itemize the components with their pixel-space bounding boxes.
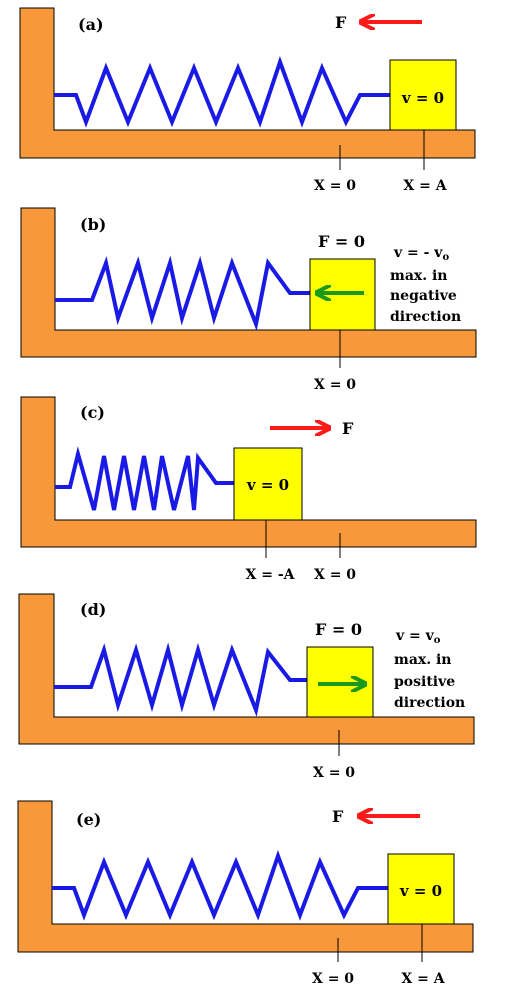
note-line-3: direction [390,309,461,325]
wall-floor [17,800,474,953]
panel-label: (b) [80,215,106,234]
panel-label: (c) [80,403,105,422]
force-label: F [332,807,344,826]
spring [52,850,388,921]
axis-label-xa: X = A [401,971,445,987]
spring [55,255,310,332]
panel-label: (e) [76,810,101,829]
note-line-1: max. in [390,268,447,284]
panel-c: (c) v = 0 F X = -A X = 0 [20,396,477,583]
force-label: F = 0 [318,232,365,251]
spring [55,446,234,511]
panel-b: (b) F = 0 v = - vo max. in negative dire… [20,207,477,393]
axis-label-x-neg-a: X = -A [245,567,295,583]
axis-label-x0: X = 0 [314,377,356,393]
spring [54,55,390,128]
panel-a: (a) v = 0 F X = 0 X = A [19,7,476,194]
note-line-3: direction [394,695,465,711]
velocity-label: v = - vo [393,245,449,263]
wall-floor [20,207,477,358]
panel-label: (d) [80,600,106,619]
mass-block [389,59,457,131]
block-velocity-label: v = 0 [246,476,289,494]
axis-label-x0: X = 0 [312,971,354,987]
wall-floor [19,7,476,159]
force-label: F [335,13,347,32]
mass-block [387,853,455,925]
force-label: F = 0 [315,620,362,639]
velocity-label: v = vo [395,628,441,646]
block-velocity-label: v = 0 [399,882,442,900]
wall-floor [20,396,477,548]
panel-e: (e) v = 0 F X = 0 X = A [17,800,474,987]
axis-label-x0: X = 0 [314,178,356,194]
axis-label-x0: X = 0 [314,567,356,583]
wall-floor [18,593,475,745]
panel-d: (d) F = 0 v = vo max. in positive direct… [18,593,475,781]
spring [54,642,307,717]
force-label: F [342,419,354,438]
note-line-2: negative [390,288,457,304]
block-velocity-label: v = 0 [401,89,444,107]
mass-block [233,447,303,521]
note-line-1: max. in [394,652,451,668]
note-line-2: positive [394,674,455,690]
panel-label: (a) [78,15,104,34]
axis-label-xa: X = A [403,178,447,194]
axis-label-x0: X = 0 [313,765,355,781]
